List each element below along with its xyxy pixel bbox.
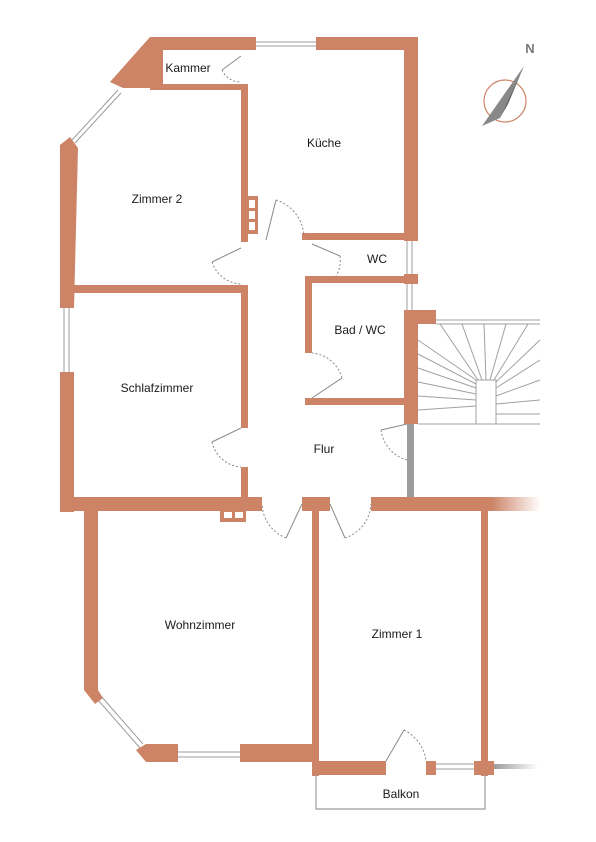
door-swings (211, 55, 427, 762)
room-label-schlafzimmer: Schlafzimmer (121, 381, 194, 395)
windows (63, 41, 474, 770)
bottom-right-fade (494, 764, 538, 769)
room-label-balkon: Balkon (383, 787, 420, 801)
compass: N (482, 41, 535, 126)
walls (60, 37, 541, 776)
room-labels: Kammer Küche Zimmer 2 WC Bad / WC Schlaf… (121, 61, 423, 801)
room-label-wc: WC (367, 252, 387, 266)
compass-circle (483, 79, 527, 123)
compass-needle-icon (482, 66, 524, 126)
flur-partition (407, 424, 414, 497)
chimney-flues (224, 200, 255, 518)
compass-north-label: N (525, 41, 534, 56)
room-label-kueche: Küche (307, 136, 341, 150)
room-label-zimmer-1: Zimmer 1 (372, 627, 423, 641)
room-label-bad-wc: Bad / WC (334, 323, 386, 337)
room-label-zimmer-2: Zimmer 2 (132, 192, 183, 206)
room-label-kammer: Kammer (165, 61, 210, 75)
balcony-railing (315, 775, 540, 810)
room-label-wohnzimmer: Wohnzimmer (165, 618, 235, 632)
staircase (417, 319, 541, 425)
room-label-flur: Flur (314, 442, 335, 456)
